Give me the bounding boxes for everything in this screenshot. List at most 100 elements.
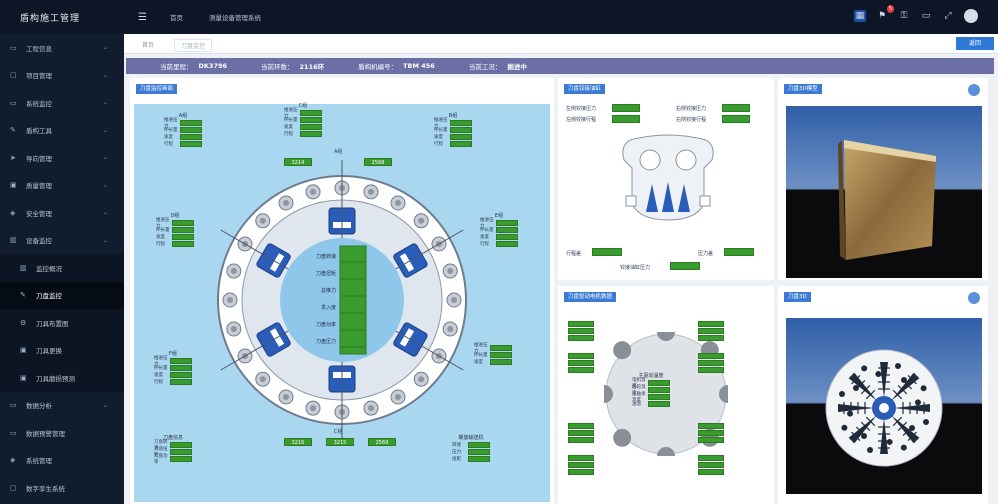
arm-tooth bbox=[892, 416, 903, 427]
chevron-down-icon: ⌄ bbox=[102, 181, 108, 189]
cutter-hub bbox=[395, 393, 401, 400]
sidebar-item-label: 刀具布置图 bbox=[36, 319, 69, 328]
bottom-value: 3216 bbox=[284, 438, 312, 446]
back-button[interactable]: 返回 bbox=[956, 37, 994, 50]
cutter-hub bbox=[447, 325, 454, 332]
cutter-hub bbox=[259, 376, 266, 383]
sidebar-item-1[interactable]: ▢项目管理⌄ bbox=[0, 62, 124, 90]
view-toggle-icon[interactable] bbox=[968, 292, 980, 304]
cylinder-pressure-label: 铰接油缸压力 bbox=[620, 265, 651, 271]
sidebar-item-16[interactable]: ▢数字孪生系统 bbox=[0, 474, 124, 502]
tab-current[interactable]: 刀盘监控 bbox=[174, 39, 213, 52]
readout-label: 行程 bbox=[154, 379, 163, 385]
sidebar-item-label: 系统管理 bbox=[26, 457, 52, 466]
sidebar-item-15[interactable]: ◈系统管理 bbox=[0, 447, 124, 475]
arm-tooth bbox=[907, 375, 917, 385]
info-value: 掘进中 bbox=[507, 63, 527, 71]
hub-core bbox=[879, 403, 889, 413]
readout-value bbox=[300, 109, 322, 116]
readout-label: 伸长量 bbox=[434, 127, 448, 133]
fullscreen-icon[interactable]: ⤢ bbox=[944, 11, 952, 21]
readout-value bbox=[698, 327, 724, 334]
sidebar-item-7[interactable]: ▥设备监控⌄ bbox=[0, 227, 124, 255]
sidebar-item-2[interactable]: ▭系统监控⌄ bbox=[0, 89, 124, 117]
cutter-hub bbox=[367, 405, 374, 412]
tab-bar: 首页 刀盘监控 返回 bbox=[124, 34, 998, 54]
cylinder-group-1: B组推进压力伸长量速度行程 bbox=[434, 112, 472, 147]
cutter-hub bbox=[283, 393, 289, 400]
cylinder-group-0: A组推进压力伸长量速度行程 bbox=[164, 112, 202, 147]
stroke-diff-value bbox=[592, 248, 622, 256]
sidebar-item-4[interactable]: ➤导向管理⌄ bbox=[0, 144, 124, 172]
readout-value bbox=[568, 327, 594, 334]
arm-tooth bbox=[897, 421, 908, 432]
readout-label: 推进压力 bbox=[164, 117, 178, 129]
3d-scene-bottom[interactable] bbox=[786, 318, 982, 494]
sidebar-item-8[interactable]: ▥监控概况 bbox=[0, 254, 124, 282]
sidebar-item-label: 导向管理 bbox=[26, 154, 52, 163]
cylinder-group-2: C组推进压力伸长量速度行程 bbox=[284, 102, 322, 137]
readout-row: 推进压力 bbox=[156, 218, 194, 229]
motor-readout-3 bbox=[568, 454, 594, 475]
readout-row: 行程 bbox=[164, 140, 202, 147]
group-title: D组 bbox=[170, 213, 180, 219]
readout-value bbox=[180, 140, 202, 147]
tab-home[interactable]: 首页 bbox=[142, 42, 155, 49]
motor-readout-5 bbox=[698, 352, 724, 373]
top-link-home[interactable]: 首页 bbox=[170, 14, 183, 22]
chevron-down-icon: ⌄ bbox=[102, 99, 108, 107]
lock-icon[interactable]: ⚿ bbox=[900, 11, 908, 21]
cutter-hub bbox=[310, 405, 317, 412]
avatar[interactable] bbox=[964, 9, 978, 23]
readout-row: 齿轮温度 bbox=[632, 385, 670, 396]
readout-label: 推进压力 bbox=[474, 342, 488, 354]
readout-value bbox=[170, 441, 192, 448]
bell-icon[interactable]: ⚑5 bbox=[877, 5, 894, 21]
menu-toggle-icon[interactable]: ☰ bbox=[138, 11, 147, 23]
sidebar-item-13[interactable]: ▭数据分析⌄ bbox=[0, 392, 124, 420]
sidebar-item-label: 系统监控 bbox=[26, 99, 52, 108]
chevron-down-icon: ⌄ bbox=[102, 44, 108, 52]
readout-value bbox=[698, 366, 724, 373]
disc-cutter bbox=[867, 447, 873, 453]
top-link-system[interactable]: 测量设备管理系统 bbox=[209, 14, 261, 22]
readout-label: 扭矩 bbox=[452, 456, 461, 462]
grid-icon[interactable]: ▦ bbox=[854, 10, 866, 22]
readout-row bbox=[698, 334, 724, 341]
sidebar-item-14[interactable]: ▭数据预警管理 bbox=[0, 419, 124, 447]
readout-row: 伸长量 bbox=[284, 116, 322, 123]
sidebar-item-0[interactable]: ▭工程信息⌄ bbox=[0, 34, 124, 62]
chart-icon: ▥ bbox=[10, 236, 17, 245]
readout-row bbox=[698, 468, 724, 475]
readout-value bbox=[568, 320, 594, 327]
articulation-label: 左侧铰接行程 bbox=[566, 117, 597, 123]
readout-row bbox=[568, 422, 594, 429]
arm-tooth bbox=[897, 384, 908, 395]
folder-icon: ▢ bbox=[10, 71, 17, 80]
3d-scene-top[interactable] bbox=[786, 106, 982, 278]
chart-icon: ▥ bbox=[20, 263, 27, 272]
readout-value bbox=[172, 240, 194, 247]
readout-row: 行程 bbox=[434, 140, 472, 147]
chevron-down-icon: ⌄ bbox=[102, 236, 108, 244]
right-lower-group: 推进压力伸长量速度 bbox=[474, 342, 512, 365]
sidebar-item-12[interactable]: ▣刀具磨损预测 bbox=[0, 364, 124, 392]
sidebar-item-6[interactable]: ◈安全管理⌄ bbox=[0, 199, 124, 227]
readout-row: 推进压力 bbox=[154, 356, 192, 367]
articulation-value bbox=[612, 115, 640, 123]
cutter-hub bbox=[451, 297, 457, 303]
sidebar-item-9[interactable]: ✎刀盘监控 bbox=[0, 281, 124, 309]
readout-value bbox=[568, 366, 594, 373]
readout-row: 伸长量 bbox=[164, 126, 202, 133]
readout-row: 速度 bbox=[474, 358, 512, 365]
readout-row: 推进压力 bbox=[480, 218, 518, 229]
readout-row: 行程 bbox=[156, 240, 194, 247]
sidebar-item-5[interactable]: ▣质量管理⌄ bbox=[0, 172, 124, 200]
sidebar-item-10[interactable]: ⚙刀具布置图 bbox=[0, 309, 124, 337]
cylinder-group-5: F组推进压力伸长量速度行程 bbox=[154, 350, 192, 385]
sidebar-item-11[interactable]: ▣刀具更换 bbox=[0, 336, 124, 364]
window-icon[interactable]: ▭ bbox=[921, 11, 931, 21]
sidebar-item-3[interactable]: ✎盾构工具⌄ bbox=[0, 117, 124, 145]
readout-row bbox=[698, 366, 724, 373]
view-toggle-icon[interactable] bbox=[968, 84, 980, 96]
